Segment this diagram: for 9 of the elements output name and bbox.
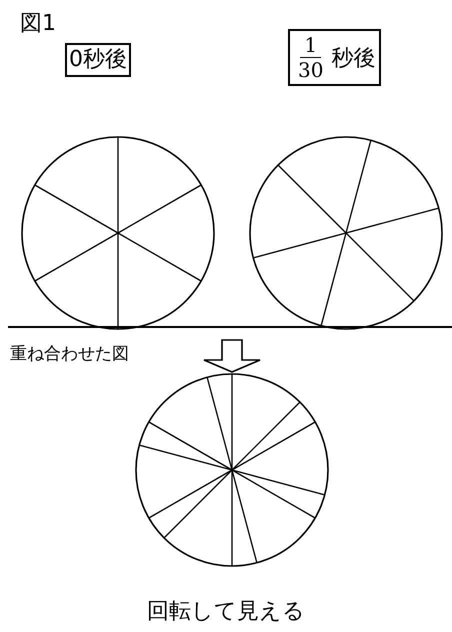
caption-text: 回転して見える bbox=[146, 598, 306, 626]
time-label: 秒後 bbox=[331, 44, 376, 72]
fraction-denominator: 30 bbox=[297, 58, 324, 82]
fraction-numerator: 1 bbox=[300, 33, 322, 58]
hollow-arrow bbox=[203, 339, 261, 373]
label-box bbox=[288, 29, 382, 86]
figure-title: 図1 bbox=[20, 10, 56, 38]
time-label: 0秒後 bbox=[65, 43, 131, 77]
note-text: 重ね合わせた図 bbox=[10, 343, 129, 365]
